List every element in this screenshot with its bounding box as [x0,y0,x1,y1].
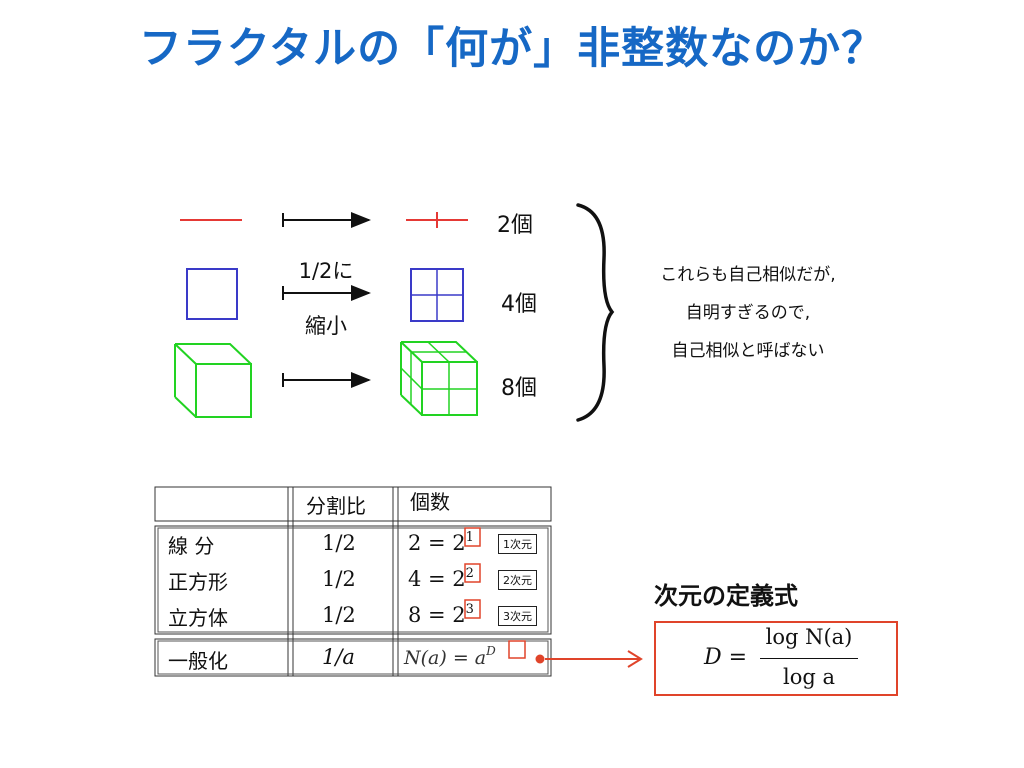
cube-original [174,343,252,418]
count-label-segment: 2個 [497,213,533,238]
fraction-bar [760,658,858,659]
connector-arrow [535,650,643,668]
count-label-cube: 8個 [501,376,537,401]
formula-numerator: log N(a) [765,625,853,649]
note-line-1: これらも自己相似だが, [660,265,836,285]
shrink-label: 縮小 [305,314,347,338]
exponent-3: 3 [465,602,474,617]
row-ratio-segment: 1/2 [322,531,356,555]
exponent-1: 1 [465,530,474,545]
arrow-1 [282,212,371,228]
row-name-general: 一般化 [168,649,228,673]
row-count-square: 4 = 22 [408,566,474,591]
arrow-2 [282,285,371,301]
exponent-2: 2 [465,566,474,581]
formula-lhs: D = [704,645,748,670]
formula-denominator: log a [783,665,835,689]
cube-divided [400,341,478,416]
square-original [186,268,238,320]
square-divided [410,268,464,322]
row-ratio-square: 1/2 [322,567,356,591]
header-count: 個数 [410,490,450,514]
exponent-highlights [464,527,526,659]
dimension-formula-box: D = log N(a) log a [654,621,898,696]
scale-label: 1/2に [298,259,354,283]
note-line-3: 自己相似と呼ばない [671,341,825,361]
table-frames [154,486,552,677]
dimension-badge-3: 3次元 [498,606,537,626]
right-brace [576,203,615,422]
row-name-cube: 立方体 [168,606,228,630]
row-count-general: N(a) = aD [404,644,496,669]
dimension-badge-1: 1次元 [498,534,537,554]
row-count-cube: 8 = 23 [408,602,474,627]
row-ratio-cube: 1/2 [322,603,356,627]
segment-divided [406,212,468,228]
exponent-general: D [486,644,496,658]
dimension-badge-2: 2次元 [498,570,537,590]
formula-title: 次元の定義式 [654,582,798,610]
note-line-2: 自明すぎるので, [685,303,811,323]
row-name-segment: 線 分 [168,534,215,558]
row-name-square: 正方形 [168,570,228,594]
slide-title: フラクタルの「何が」非整数なのか？ [138,24,886,74]
row-count-segment: 2 = 21 [408,530,474,555]
row-ratio-general: 1/a [322,645,355,669]
header-ratio: 分割比 [306,494,366,518]
arrow-3 [282,372,371,388]
count-label-square: 4個 [501,292,537,317]
